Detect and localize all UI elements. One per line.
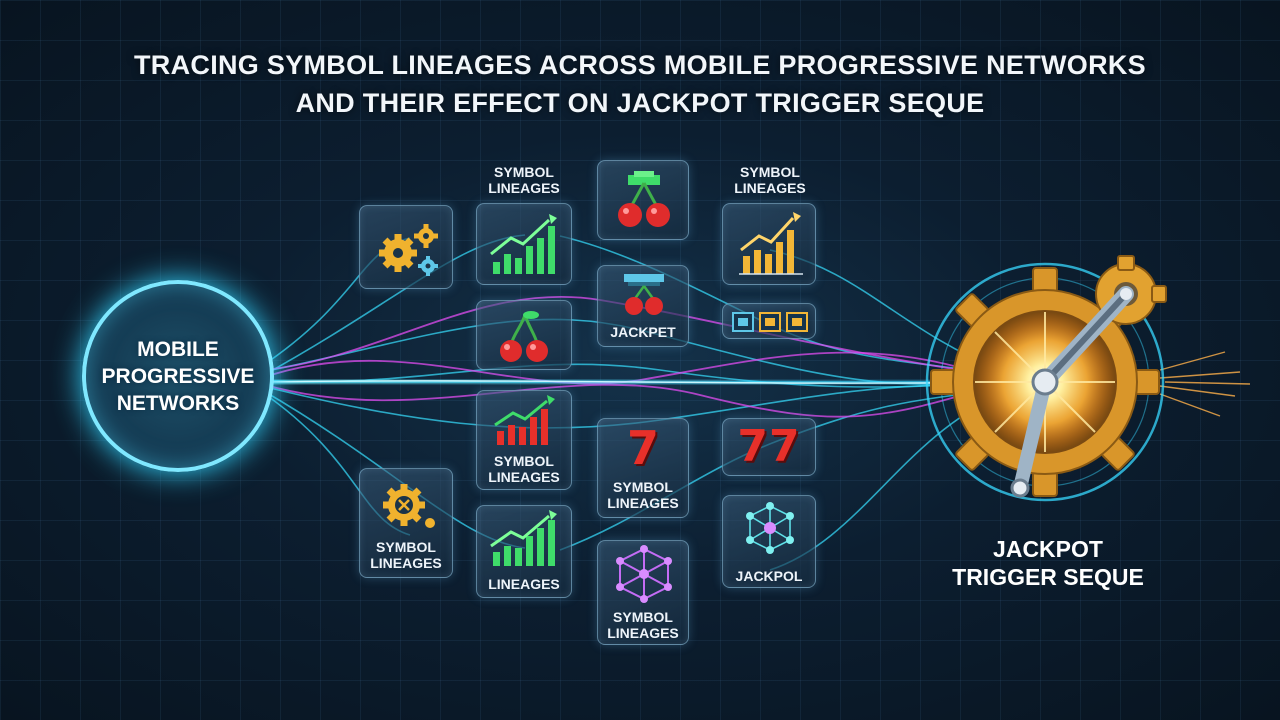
top-left-label-2: LINEAGES [488, 180, 560, 196]
gear-card-label-2: LINEAGES [370, 555, 442, 571]
network-label-1: SYMBOL [613, 609, 673, 625]
slot-reels-icon [732, 312, 808, 332]
jackpol-card: JACKPOL [722, 495, 816, 588]
jackpot-gear-mechanism [920, 250, 1170, 515]
page-title-line-2: AND THEIR EFFECT ON JACKPOT TRIGGER SEQU… [295, 88, 985, 118]
growth-chart-card-gold [722, 203, 816, 285]
gold-growth-chart-icon [739, 212, 803, 275]
jackpol-label: JACKPOL [735, 568, 803, 584]
cherries-top-card [597, 160, 689, 240]
seven-label-1: SYMBOL [613, 479, 673, 495]
right-sparks [1159, 351, 1251, 417]
gears-card [359, 205, 453, 289]
double-seven-card: 77 [722, 418, 816, 476]
node-network-icon [746, 502, 794, 554]
gear-x-card: SYMBOL LINEAGES [359, 468, 453, 578]
growth-chart-icon [490, 214, 557, 274]
source-node: MOBILE PROGRESSIVE NETWORKS [82, 280, 274, 472]
seven-card: 7 SYMBOL LINEAGES [597, 418, 689, 518]
double-seven-icon: 77 [737, 421, 801, 472]
growth-chart-card-red: SYMBOL LINEAGES [476, 390, 572, 490]
pixel-cherries-icon [618, 171, 670, 227]
gear-card-label-1: SYMBOL [376, 539, 436, 555]
lucky-seven-icon: 7 [626, 421, 659, 475]
reels-card [722, 303, 816, 339]
target-label: JACKPOT TRIGGER SEQUE [938, 535, 1158, 591]
jackpet-label: JACKPET [610, 324, 676, 340]
source-line-1: MOBILE [137, 337, 219, 361]
page-title-line-1: TRACING SYMBOL LINEAGES ACROSS MOBILE PR… [134, 50, 1146, 80]
lineages-label: LINEAGES [488, 576, 560, 592]
source-line-3: NETWORKS [116, 391, 240, 415]
red-growth-chart-icon [494, 395, 555, 445]
network-label-2: LINEAGES [607, 625, 679, 641]
target-line-2: TRIGGER SEQUE [952, 564, 1144, 590]
source-line-2: PROGRESSIVE [101, 364, 255, 388]
growth-chart-card-green [476, 203, 572, 285]
gears-icon [379, 224, 438, 276]
slot-cherries-icon [624, 274, 664, 315]
jackpot-gear-icon [925, 255, 1167, 502]
cherries-card [476, 300, 572, 370]
target-line-1: JACKPOT [993, 536, 1103, 562]
top-left-label-1: SYMBOL [494, 164, 554, 180]
lineages-card: LINEAGES [476, 505, 572, 598]
mid-chart-label-2: LINEAGES [488, 469, 560, 485]
jackpet-card: JACKPET [597, 265, 689, 347]
hex-network-icon [616, 545, 672, 603]
top-right-label-2: LINEAGES [734, 180, 806, 196]
network-card: SYMBOL LINEAGES [597, 540, 689, 645]
top-right-label-1: SYMBOL [740, 164, 800, 180]
gear-x-icon [383, 484, 435, 528]
mid-chart-label-1: SYMBOL [494, 453, 554, 469]
seven-label-2: LINEAGES [607, 495, 679, 511]
green-growth-chart-icon [490, 510, 557, 566]
cherries-icon [500, 311, 548, 362]
